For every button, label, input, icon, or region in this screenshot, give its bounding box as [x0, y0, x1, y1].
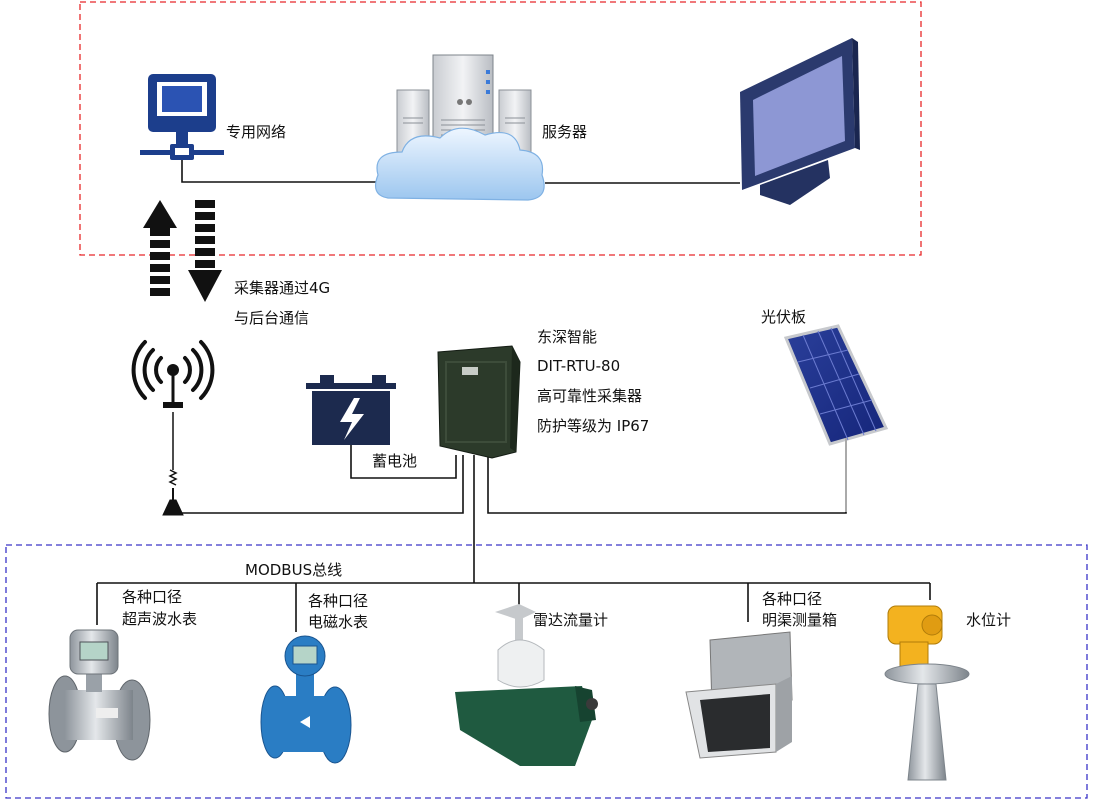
water-level-meter-icon — [884, 605, 970, 781]
rtu-type: 高可靠性采集器 — [537, 387, 643, 405]
ultrasonic-water-meter-icon — [48, 629, 151, 761]
monitor-icon — [740, 38, 860, 205]
battery-icon — [306, 375, 396, 445]
signal-tower-icon — [131, 340, 215, 408]
comm-label-line1: 采集器通过4G — [234, 279, 331, 297]
server-cloud-icon — [375, 54, 545, 201]
whip-antenna-icon — [162, 412, 184, 516]
ultrasonic-meter-label-line1: 各种口径 — [122, 588, 183, 606]
rtu-model: DIT-RTU-80 — [537, 357, 621, 375]
open-channel-box-icon — [685, 631, 793, 759]
ultrasonic-meter-label-line2: 超声波水表 — [122, 610, 198, 628]
electromagnetic-water-meter-icon — [260, 635, 352, 764]
channel-box-label-line2: 明渠测量箱 — [762, 611, 838, 629]
upload-arrow-icon — [143, 200, 177, 296]
field-region-border — [5, 544, 1088, 799]
battery-label: 蓄电池 — [372, 452, 418, 470]
channel-box-label-line1: 各种口径 — [762, 590, 823, 608]
server-label: 服务器 — [542, 123, 588, 141]
radar-flow-meter-icon — [455, 604, 598, 766]
connection-lines — [96, 160, 931, 632]
water-level-label: 水位计 — [966, 611, 1012, 629]
comm-label-line2: 与后台通信 — [234, 309, 310, 327]
em-meter-label-line2: 电磁水表 — [308, 613, 369, 631]
rtu-brand: 东深智能 — [537, 328, 598, 346]
computer-icon — [140, 74, 224, 160]
solar-panel-icon — [783, 324, 889, 512]
private-network-label: 专用网络 — [226, 123, 287, 141]
rtu-collector-icon — [437, 345, 521, 459]
solar-label: 光伏板 — [761, 308, 807, 326]
modbus-bus-label: MODBUS总线 — [245, 561, 343, 579]
rtu-protection: 防护等级为 IP67 — [537, 417, 650, 435]
cloud-region-border — [79, 1, 922, 256]
em-meter-label-line1: 各种口径 — [308, 592, 369, 610]
download-arrow-icon — [188, 200, 222, 302]
radar-meter-label: 雷达流量计 — [533, 611, 609, 629]
